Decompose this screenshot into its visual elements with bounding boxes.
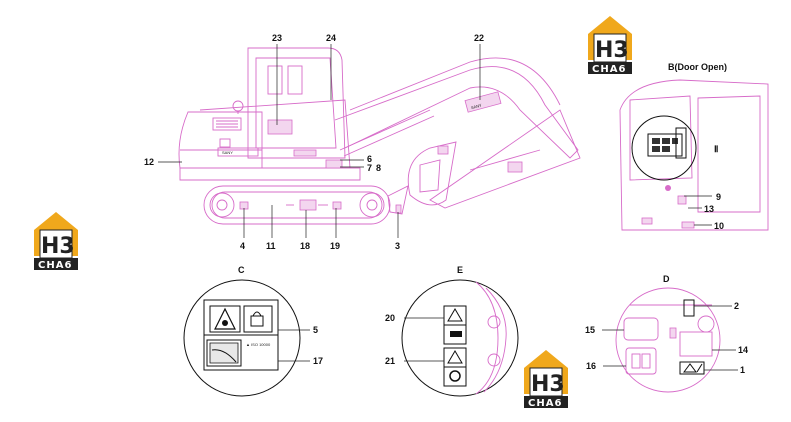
callout-8: 8: [376, 163, 381, 173]
callout-20: 20: [385, 313, 395, 323]
callout-14: 14: [738, 345, 748, 355]
cab-door-open-view: Ⅱ: [619, 79, 769, 231]
model-lettering: SANY: [222, 150, 233, 155]
watermark-mark: H3: [595, 38, 629, 63]
callout-3: 3: [395, 241, 400, 251]
watermark-logo-bottom: H3 CHA6: [524, 350, 568, 409]
callout-18: 18: [300, 241, 310, 251]
watermark-word: CHA6: [528, 398, 562, 409]
track-assembly: [203, 159, 402, 225]
boom-lettering: SANY: [470, 102, 482, 110]
callout-24: 24: [326, 33, 336, 43]
watermark-logo-left: H3 CHA6: [34, 212, 78, 271]
callout-11: 11: [266, 241, 276, 251]
detail-e: [401, 279, 519, 397]
callout-13: 13: [704, 204, 714, 214]
callout-6: 6: [367, 154, 372, 164]
callout-22: 22: [474, 33, 484, 43]
excavator-side-view: SANY SANY: [178, 47, 581, 225]
callout-10: 10: [714, 221, 724, 231]
detail-d-label: D: [663, 274, 670, 284]
callout-9: 9: [716, 192, 721, 202]
detail-c-label: C: [238, 265, 245, 275]
callout-21: 21: [385, 356, 395, 366]
callout-2: 2: [734, 301, 739, 311]
callout-19: 19: [330, 241, 340, 251]
watermark-word: CHA6: [38, 260, 72, 271]
callout-7: 7: [367, 163, 372, 173]
watermark-logo-top-right: H3 CHA6: [588, 16, 632, 75]
detail-e-label: E: [457, 265, 463, 275]
callout-23: 23: [272, 33, 282, 43]
callout-12: 12: [144, 157, 154, 167]
view-b-title: B(Door Open): [668, 62, 727, 72]
callout-1: 1: [740, 365, 745, 375]
callout-4: 4: [240, 241, 245, 251]
watermark-mark: H3: [531, 372, 565, 397]
watermark-mark: H3: [41, 234, 75, 259]
callout-5: 5: [313, 325, 318, 335]
callout-15: 15: [585, 325, 595, 335]
callout-16: 16: [586, 361, 596, 371]
watermark-word: CHA6: [592, 64, 626, 75]
iso-note: ▲ ISO 10000: [246, 342, 271, 347]
detail-c: ▲ ISO 10000: [183, 279, 310, 397]
callout-17: 17: [313, 356, 323, 366]
cab-section-label: Ⅱ: [714, 144, 718, 154]
main-view-leaders: [158, 44, 481, 238]
detail-d: [602, 287, 738, 393]
